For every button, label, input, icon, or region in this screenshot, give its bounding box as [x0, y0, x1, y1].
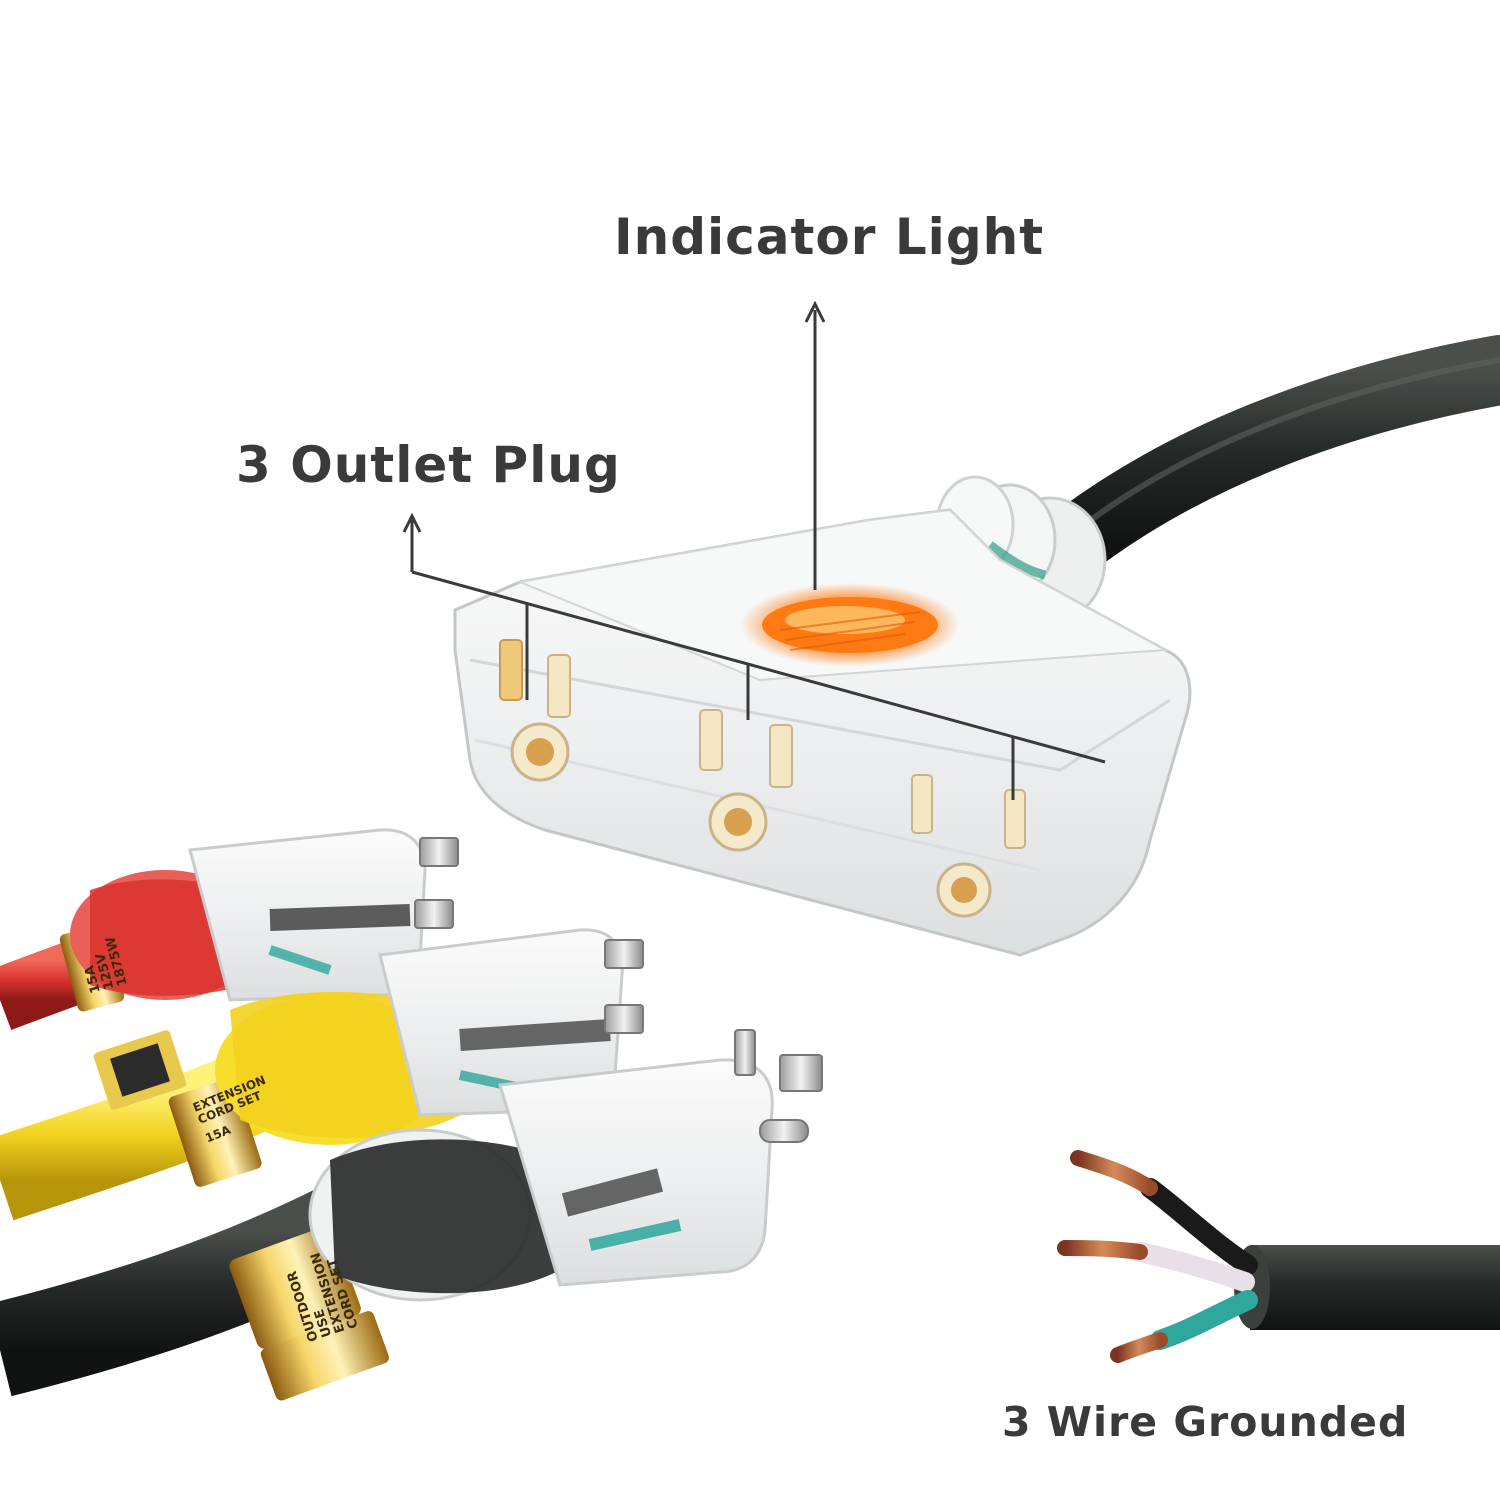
- green-ground-wire: [1110, 1290, 1258, 1363]
- white-wire: [1057, 1240, 1255, 1292]
- stripped-cable: [1057, 1150, 1500, 1363]
- outlet-2: [699, 709, 793, 852]
- outlet-3: [911, 774, 1026, 918]
- triple-outlet-plug: [453, 475, 1192, 957]
- black-cord-plug: [0, 1029, 823, 1401]
- outlet-callout-line: [402, 512, 1106, 800]
- wire-grounded-label: 3 Wire Grounded: [1002, 1398, 1409, 1446]
- outlet-1: [499, 639, 571, 782]
- black-wire: [1070, 1150, 1258, 1275]
- indicator-callout-line: [804, 300, 826, 590]
- main-black-cord: [1035, 335, 1500, 580]
- yellow-cord-plug: [0, 928, 644, 1221]
- red-cord-plug: [0, 828, 459, 1030]
- indicator-light: [740, 583, 960, 667]
- indicator-light-label: Indicator Light: [614, 208, 1045, 266]
- outlet-plug-label: 3 Outlet Plug: [236, 436, 621, 494]
